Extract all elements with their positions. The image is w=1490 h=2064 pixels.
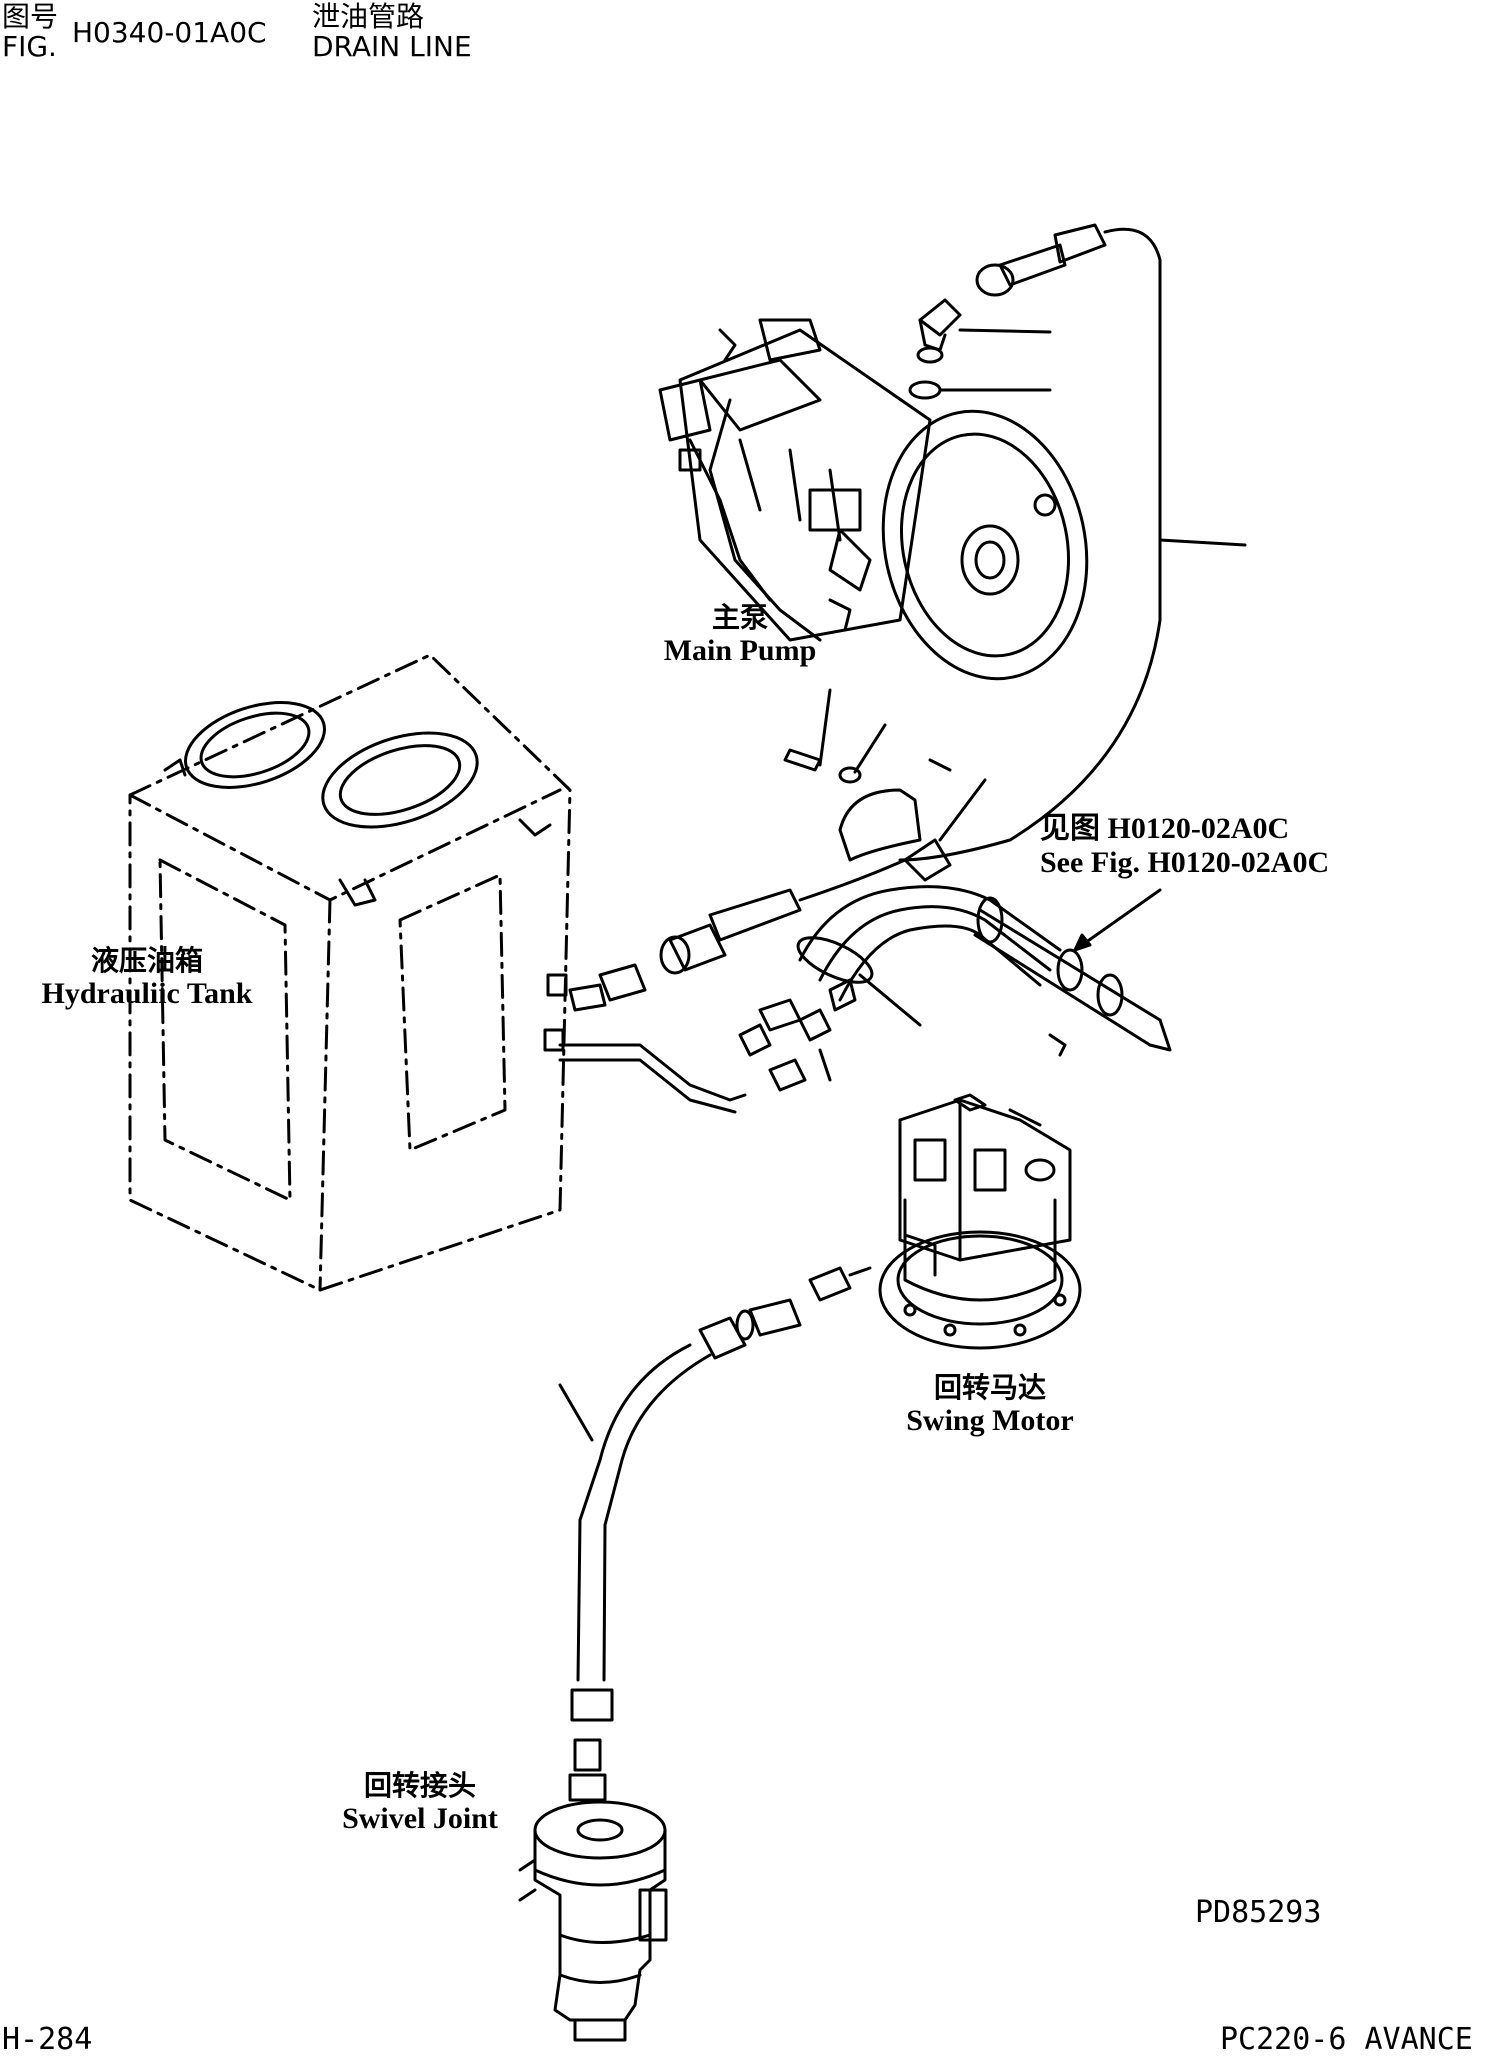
clamp-assembly	[783, 688, 987, 882]
swivel-drain-hose	[558, 1316, 747, 1802]
model-name: PC220-6 AVANCE	[1220, 2022, 1473, 2057]
hydraulic-tank-label-en: Hydrauliic Tank	[41, 977, 253, 1010]
title-en: DRAIN LINE	[312, 30, 472, 63]
pipe-bundle	[796, 885, 1172, 1057]
see-fig-label: 见图 H0120-02A0C See Fig. H0120-02A0C	[1040, 812, 1390, 880]
pump-drain-hose	[898, 223, 1247, 862]
title-cn: 泄油管路	[312, 0, 425, 33]
middle-fittings	[738, 978, 857, 1092]
tank-drain-hose	[568, 858, 907, 1012]
tank-covers	[163, 701, 552, 907]
swivel-joint-label-en: Swivel Joint	[342, 1802, 498, 1835]
tank-fittings	[543, 973, 747, 1114]
hydraulic-tank-label: 液压油箱 Hydrauliic Tank	[22, 945, 272, 1011]
page-number: H-284	[2, 2022, 93, 2057]
see-fig-label-en: See Fig. H0120-02A0C	[1040, 846, 1330, 879]
swing-motor-fittings	[735, 1266, 872, 1341]
swivel-joint-label-cn: 回转接头	[363, 1769, 476, 1802]
swing-motor-label: 回转马达 Swing Motor	[880, 1372, 1100, 1438]
main-pump	[658, 318, 1089, 681]
swing-motor-label-cn: 回转马达	[933, 1371, 1046, 1404]
hydraulic-tank	[128, 653, 572, 1292]
see-fig-label-cn: 见图 H0120-02A0C	[1040, 812, 1290, 845]
drawing-number: PD85293	[1195, 1895, 1322, 1930]
swivel-joint	[518, 1800, 668, 2042]
swivel-joint-label: 回转接头 Swivel Joint	[320, 1770, 520, 1836]
fig-label-cn: 图号	[2, 0, 59, 33]
hydraulic-tank-label-cn: 液压油箱	[90, 944, 203, 977]
main-pump-label-cn: 主泵	[711, 601, 768, 634]
fig-label-en: FIG.	[2, 30, 57, 63]
fig-number: H0340-01A0C	[72, 16, 267, 49]
main-pump-label: 主泵 Main Pump	[640, 602, 840, 668]
swing-motor	[878, 1093, 1082, 1350]
main-pump-label-en: Main Pump	[663, 634, 817, 667]
swing-motor-label-en: Swing Motor	[906, 1404, 1074, 1437]
